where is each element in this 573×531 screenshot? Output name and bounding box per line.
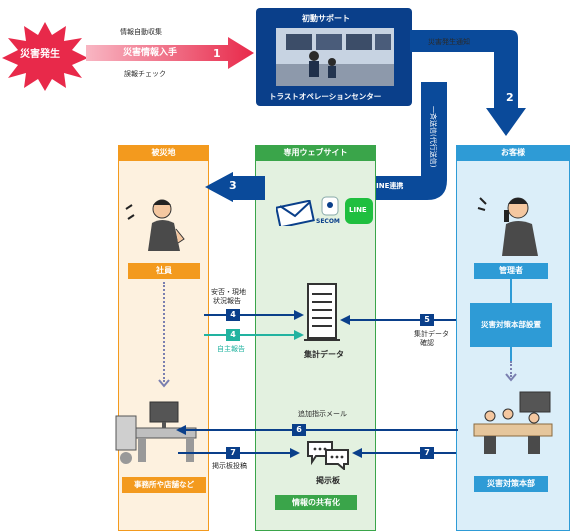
step1-number: 1 xyxy=(213,47,221,60)
step1-top-label: 情報自動収集 xyxy=(120,28,162,36)
manager-figure-icon xyxy=(477,197,538,256)
batch-send-label: 一斉送信(代行送信) xyxy=(429,106,437,168)
employee-figure-icon xyxy=(125,199,185,251)
step3-arrowhead xyxy=(205,172,265,202)
step5-badge: 5 xyxy=(420,314,434,326)
operation-center-label: トラストオペレーションセンター xyxy=(269,92,382,101)
step5-label-line2: 確認 xyxy=(420,339,434,347)
secom-label: SECOM xyxy=(316,218,340,225)
step4-badge: 4 xyxy=(226,309,240,321)
hq-dotted-line xyxy=(510,361,512,377)
self-report-label: 自主報告 xyxy=(217,345,245,353)
column-customer-header: お客様 xyxy=(456,145,570,161)
step7-left-label: 掲示板投稿 xyxy=(212,462,247,470)
mail-icon xyxy=(276,200,315,226)
bulletin-board-label: 掲示板 xyxy=(316,476,340,485)
step6-badge: 6 xyxy=(292,424,306,436)
step4-self-arrow xyxy=(204,330,304,340)
office-desk-icon xyxy=(115,401,197,464)
step4-self-badge: 4 xyxy=(226,329,240,341)
notify-label: 災害発生通知 xyxy=(428,38,470,46)
hq-setup-connector xyxy=(510,347,512,361)
step5-label-line1: 集計データ xyxy=(414,330,449,338)
information-sharing-label: 情報の共有化 xyxy=(275,495,357,510)
step4-label-line1: 安否・現地 xyxy=(211,288,246,296)
column-website-header: 専用ウェブサイト xyxy=(255,145,376,161)
step1-main-label: 災害情報入手 xyxy=(123,48,178,58)
step7-left-badge: 7 xyxy=(226,447,240,459)
step4-label-line2: 状況報告 xyxy=(213,297,241,305)
step3-number-overlay: 3 xyxy=(229,179,237,192)
step2-number: 2 xyxy=(506,91,514,104)
step1-arrow xyxy=(86,37,254,69)
step7-right-badge: 7 xyxy=(420,447,434,459)
line-app-icon xyxy=(345,198,373,224)
line-label: LINE xyxy=(349,206,367,214)
operation-room-photo xyxy=(276,28,394,86)
hq-label: 災害対策本部 xyxy=(474,476,548,492)
hq-down-arrow-icon xyxy=(505,373,517,382)
aggregate-data-label: 集計データ xyxy=(304,350,344,359)
bulletin-board-icon xyxy=(307,441,349,470)
manager-label: 管理者 xyxy=(474,263,548,279)
secom-app-icon xyxy=(321,196,339,216)
employee-down-arrow-icon xyxy=(158,379,170,388)
office-label: 事務所や店舗など xyxy=(122,477,206,493)
server-icon xyxy=(304,283,340,341)
employee-label: 社員 xyxy=(128,263,200,279)
step2-arrow xyxy=(410,30,526,136)
manager-connector xyxy=(510,279,512,303)
step7-right-arrow xyxy=(352,448,456,458)
step6-arrow xyxy=(176,425,458,435)
hq-meeting-icon xyxy=(473,391,553,454)
hq-setup-label: 災害対策本部設置 xyxy=(470,303,552,347)
disaster-label: 災害発生 xyxy=(20,49,60,60)
initial-support-title: 初動サポート xyxy=(302,14,350,23)
column-disaster-area-header: 被災地 xyxy=(118,145,209,161)
step4-arrow xyxy=(204,310,304,320)
step6-label: 追加指示メール xyxy=(298,410,347,418)
disaster-burst xyxy=(2,22,88,91)
employee-dotted-line xyxy=(163,282,165,382)
step1-bottom-label: 誤報チェック xyxy=(124,70,166,78)
step5-arrow xyxy=(340,315,456,325)
